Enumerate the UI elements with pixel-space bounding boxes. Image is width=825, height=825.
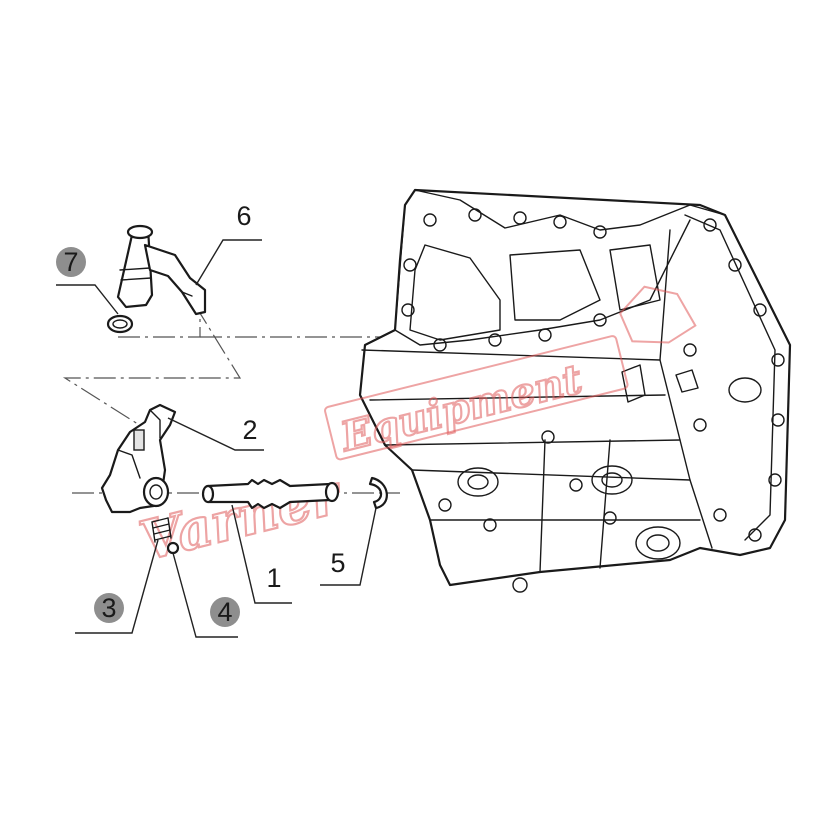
callout-7-label: 7 xyxy=(63,247,78,277)
svg-text:Varner: Varner xyxy=(134,461,349,573)
callout-5: 5 xyxy=(330,548,345,578)
transmission-housing xyxy=(358,188,792,593)
part-2-shift-fork xyxy=(100,403,177,514)
callout-3-label: 3 xyxy=(101,593,116,623)
callout-1: 1 xyxy=(266,563,281,593)
callout-6: 6 xyxy=(236,201,251,231)
callout-3: 3 xyxy=(94,593,124,623)
callout-1-label: 1 xyxy=(266,563,281,593)
part-1-shift-rail xyxy=(201,478,340,510)
part-4-detent-ball xyxy=(166,541,180,555)
callout-4: 4 xyxy=(210,597,240,627)
housing-bolt-holes xyxy=(401,208,785,542)
part-6-shift-lever xyxy=(116,224,207,316)
leader-lines xyxy=(56,239,377,638)
part-7-o-ring xyxy=(106,314,134,334)
callout-7: 7 xyxy=(56,247,86,277)
part-3-spring xyxy=(151,517,172,543)
callout-2-label: 2 xyxy=(242,415,257,445)
callout-5-label: 5 xyxy=(330,548,345,578)
callout-2: 2 xyxy=(242,415,257,445)
callout-6-label: 6 xyxy=(236,201,251,231)
housing-bosses xyxy=(438,377,762,593)
callout-4-label: 4 xyxy=(217,597,232,627)
part-5-snap-ring xyxy=(368,476,388,510)
